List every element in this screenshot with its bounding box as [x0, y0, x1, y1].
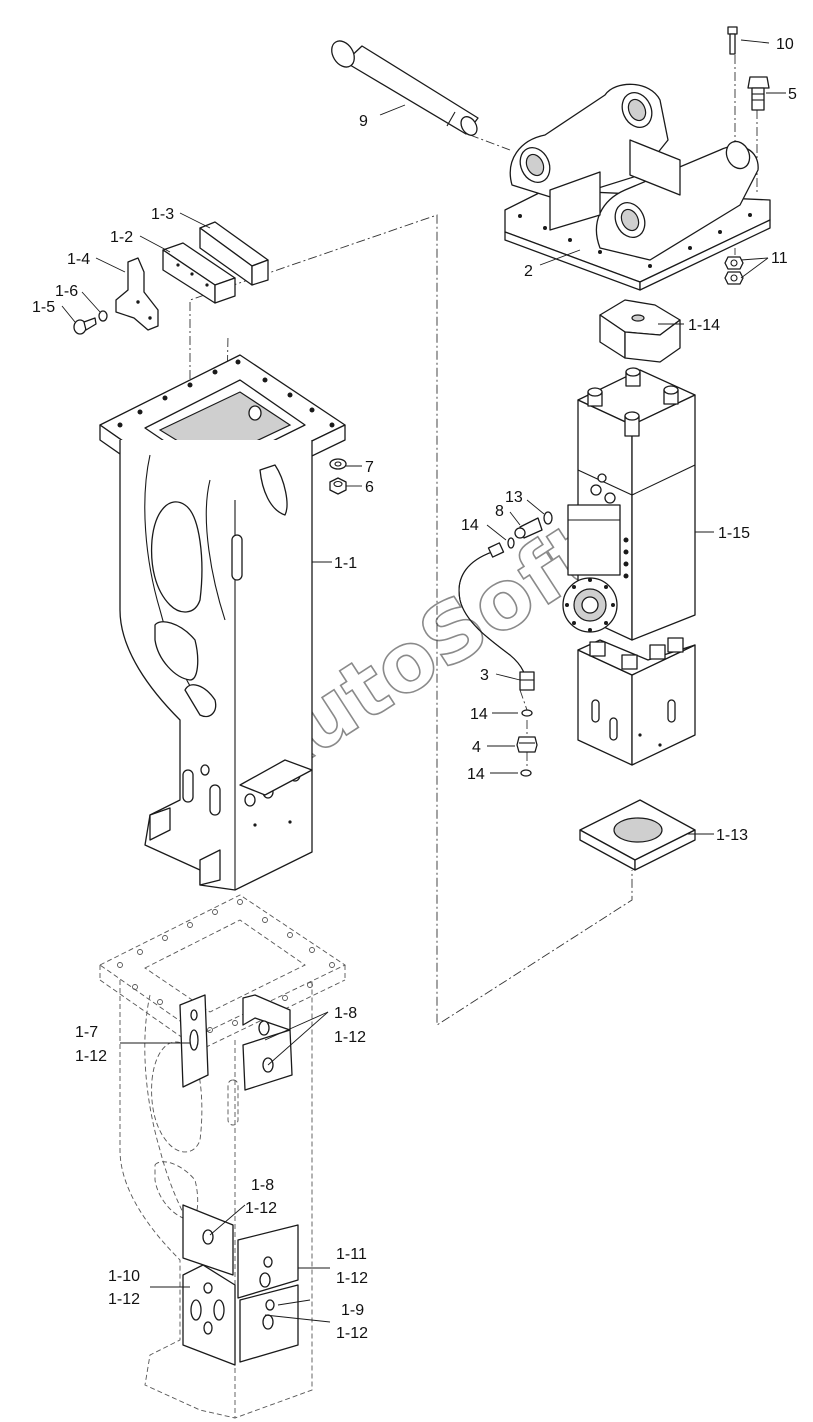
label-1-12-bottom-right: 1-12: [336, 1325, 368, 1342]
part-1-11-liner-lower: [237, 1224, 299, 1299]
label-4: 4: [472, 739, 481, 756]
label-1-3: 1-3: [151, 206, 174, 223]
part-14-oring-a: [507, 537, 515, 549]
part-1-14-damper: [599, 299, 681, 363]
part-13-oring: [543, 511, 553, 525]
part-14-oring-b: [521, 709, 533, 717]
label-1-2: 1-2: [110, 229, 133, 246]
part-5-hex-bolt: [747, 76, 770, 111]
label-1-14: 1-14: [688, 317, 720, 334]
label-1-8-upper: 1-8: [334, 1005, 357, 1022]
part-1-9-liner-lower: [239, 1284, 299, 1363]
part-8-fitting: [514, 517, 543, 539]
part-1-5-screw: [73, 317, 97, 335]
label-1-9: 1-9: [341, 1302, 364, 1319]
label-3: 3: [480, 667, 489, 684]
part-1-8-liner-upper: [242, 994, 293, 1091]
label-1-5: 1-5: [32, 299, 55, 316]
label-1-11: 1-11: [336, 1246, 367, 1263]
label-2: 2: [524, 263, 533, 280]
label-1-10: 1-10: [108, 1268, 140, 1285]
part-1-8-liner-lower: [182, 1204, 234, 1276]
label-11: 11: [771, 250, 788, 267]
part-1-2-plate: [162, 242, 236, 304]
part-7-washer: [329, 458, 347, 470]
part-1-1-housing: [99, 354, 346, 891]
part-1-7-liner-upper: [179, 994, 209, 1088]
leader-lines: [61, 39, 786, 1323]
label-8: 8: [495, 503, 504, 520]
part-1-3-plate: [199, 221, 269, 286]
callout-labels: 10 5 9 2 11 1-3 1-2 1-4 1-6 1-5 1-14 7 6…: [32, 36, 797, 1342]
label-1-12-lower-left: 1-12: [108, 1291, 140, 1308]
label-1-7: 1-7: [75, 1024, 98, 1041]
part-2-top-bracket: [504, 83, 771, 291]
part-3-hose: [458, 542, 535, 691]
label-1-4: 1-4: [67, 251, 90, 268]
label-14-middle: 14: [470, 706, 488, 723]
label-13: 13: [505, 489, 523, 506]
part-1-10-liner-lower: [182, 1264, 236, 1366]
label-14-lower: 14: [467, 766, 485, 783]
label-1-8-lower: 1-8: [251, 1177, 274, 1194]
label-1-15: 1-15: [718, 525, 750, 542]
label-1-13: 1-13: [716, 827, 748, 844]
label-7: 7: [365, 459, 374, 476]
part-4-adapter: [516, 736, 538, 753]
label-1-12-lower-right: 1-12: [336, 1270, 368, 1287]
label-5: 5: [788, 86, 797, 103]
part-1-15-cylinder: [562, 367, 696, 766]
label-10: 10: [776, 36, 794, 53]
label-6: 6: [365, 479, 374, 496]
label-1-12-upper-left: 1-12: [75, 1048, 107, 1065]
label-1-6: 1-6: [55, 283, 78, 300]
part-14-oring-c: [520, 769, 532, 777]
part-6-nut: [329, 477, 347, 495]
part-1-6-washer: [98, 310, 108, 322]
part-1-4-bracket: [115, 257, 159, 331]
label-1-1: 1-1: [334, 555, 357, 572]
label-14-upper: 14: [461, 517, 479, 534]
label-1-12-upper-right: 1-12: [334, 1029, 366, 1046]
label-1-12-lower-center: 1-12: [245, 1200, 277, 1217]
part-9-pin: [331, 40, 479, 136]
label-9: 9: [359, 113, 368, 130]
part-11-nuts: [724, 256, 744, 285]
part-1-13-plate: [579, 799, 696, 871]
part-10-bolt: [727, 26, 738, 55]
